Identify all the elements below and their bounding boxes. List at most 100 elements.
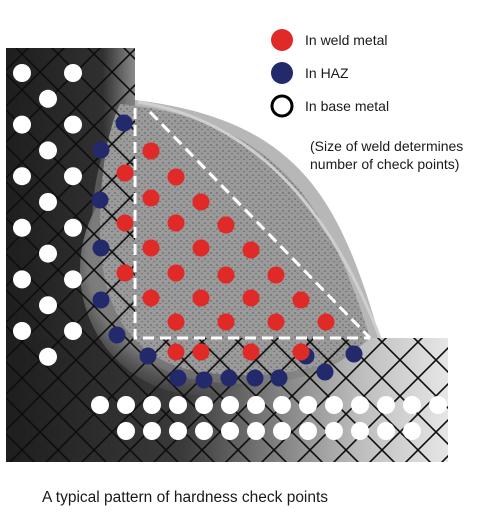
- base-check-point: [351, 422, 369, 440]
- weld-check-point: [142, 142, 160, 160]
- haz-check-point: [246, 369, 264, 387]
- base-check-point: [325, 396, 343, 414]
- haz-check-point: [169, 369, 187, 387]
- base-check-point: [273, 396, 291, 414]
- weld-check-point: [142, 239, 160, 257]
- hatch-line: [0, 0, 4, 512]
- weld-check-point: [192, 289, 210, 307]
- base-check-point: [195, 422, 213, 440]
- base-check-point: [39, 89, 57, 108]
- base-check-point: [169, 396, 187, 414]
- base-check-point: [64, 64, 82, 82]
- weld-check-point: [267, 266, 285, 284]
- hatch-line: [464, 0, 495, 512]
- caption: A typical pattern of hardness check poin…: [42, 489, 328, 506]
- weld-check-point: [217, 313, 235, 331]
- weld-check-point: [142, 189, 160, 207]
- weld-check-point: [242, 289, 260, 307]
- weld-check-point: [217, 266, 235, 284]
- haz-check-point: [139, 347, 157, 365]
- haz-check-point: [92, 141, 110, 159]
- weld-check-point: [167, 168, 185, 186]
- base-check-point: [351, 396, 369, 414]
- legend-note-line2: number of check points): [310, 156, 459, 172]
- check-points: [13, 64, 447, 440]
- base-check-point: [64, 115, 82, 134]
- base-check-point: [64, 167, 82, 186]
- haz-check-point: [220, 369, 238, 387]
- legend-haz-label: In HAZ: [305, 65, 349, 81]
- hatch-line: [6, 48, 193, 462]
- base-check-point: [247, 396, 265, 414]
- base-check-point: [221, 396, 239, 414]
- base-check-point: [377, 422, 395, 440]
- haz-check-point: [270, 369, 288, 387]
- haz-check-point: [92, 239, 110, 257]
- hatch-line: [6, 48, 221, 462]
- legend-weld-marker: [271, 29, 293, 51]
- weld-check-point: [192, 343, 210, 361]
- base-check-point: [325, 422, 343, 440]
- base-check-point: [247, 422, 265, 440]
- weld-check-point: [167, 264, 185, 282]
- base-check-point: [13, 322, 31, 340]
- base-check-point: [403, 396, 421, 414]
- base-check-point: [117, 396, 135, 414]
- hatch-line: [6, 48, 229, 462]
- base-check-point: [299, 396, 317, 414]
- hatch-line: [6, 48, 113, 462]
- legend-base-label: In base metal: [305, 98, 389, 114]
- weld-check-point: [116, 264, 134, 282]
- base-check-point: [13, 270, 31, 289]
- base-check-point: [64, 270, 82, 289]
- base-check-point: [91, 396, 109, 414]
- weld-check-point: [116, 214, 134, 232]
- weld-check-point: [267, 313, 285, 331]
- hatch-line: [283, 48, 448, 462]
- weld-check-point: [192, 239, 210, 257]
- base-check-point: [195, 396, 213, 414]
- weld-check-point: [167, 343, 185, 361]
- base-check-point: [13, 218, 31, 237]
- weld-check-point: [242, 343, 260, 361]
- base-check-point: [13, 64, 31, 82]
- weld-check-point: [292, 343, 310, 361]
- base-check-point: [429, 396, 447, 414]
- hatch-line: [6, 48, 185, 462]
- hatch-line: [6, 48, 149, 462]
- base-check-point: [377, 396, 395, 414]
- hatch-line: [6, 48, 157, 462]
- hatch-line: [472, 0, 495, 512]
- haz-check-point: [92, 291, 110, 309]
- weld-check-point: [317, 313, 335, 331]
- legend-weld-label: In weld metal: [305, 32, 387, 48]
- base-check-point: [143, 422, 161, 440]
- legend-base-marker: [270, 94, 294, 118]
- base-check-point: [13, 115, 31, 134]
- base-check-point: [403, 422, 421, 440]
- haz-check-point: [115, 114, 133, 132]
- fusion-line: [133, 108, 372, 340]
- base-check-point: [39, 244, 57, 263]
- base-check-point: [143, 396, 161, 414]
- legend-haz-marker: [271, 62, 293, 84]
- haz-check-point: [345, 345, 363, 363]
- base-check-point: [117, 422, 135, 440]
- weld-check-point: [242, 241, 260, 259]
- haz-check-point: [316, 363, 334, 381]
- weld-check-point: [192, 193, 210, 211]
- haz-check-point: [108, 326, 126, 344]
- base-check-point: [273, 422, 291, 440]
- base-check-point: [39, 141, 57, 160]
- weld-cap-outline: [137, 100, 382, 339]
- hatch-line: [355, 48, 448, 462]
- legend: In weld metal In HAZ In base metal (Size…: [270, 29, 463, 172]
- base-check-point: [299, 422, 317, 440]
- base-check-point: [39, 193, 57, 211]
- weld-check-point: [142, 289, 160, 307]
- base-check-point: [39, 296, 57, 315]
- legend-note-line1: (Size of weld determines: [310, 138, 463, 154]
- weld-check-point: [116, 164, 134, 182]
- base-check-point: [64, 218, 82, 237]
- weld-check-point: [167, 313, 185, 331]
